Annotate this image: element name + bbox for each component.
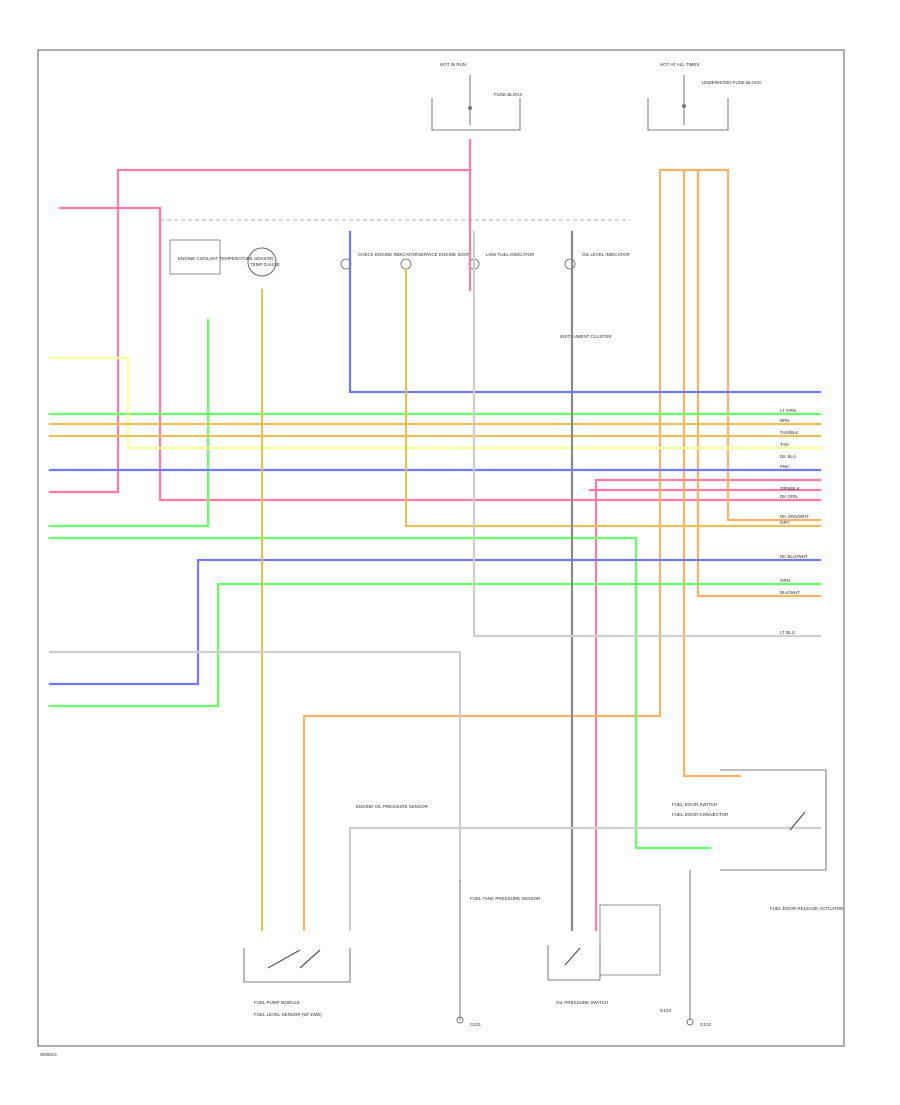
fuel-door-release-label: FUEL DOOR RELEASE ACTUATOR bbox=[770, 906, 844, 911]
indicator-3-label: LOW FUEL INDICATOR bbox=[486, 252, 535, 257]
wire-label-4: DK BLU bbox=[780, 454, 796, 459]
wire-pink-2 bbox=[58, 206, 822, 502]
engine-oil-label: ENGINE OIL PRESSURE SENSOR bbox=[356, 804, 429, 809]
wire-gray-2 bbox=[48, 650, 462, 882]
wire-label-5: PNK bbox=[780, 464, 789, 469]
indicator-4-label: OIL LEVEL INDICATOR bbox=[582, 252, 631, 257]
wire-yellow-1 bbox=[48, 356, 822, 450]
wire-gray-3 bbox=[348, 826, 822, 932]
wire-blue-3 bbox=[48, 558, 822, 686]
wire-layer bbox=[48, 138, 822, 932]
wire-label-0: LT GRN bbox=[780, 408, 796, 413]
coolant-sensor-box: ENGINE COOLANT TEMPERATURE SENSOR bbox=[169, 239, 274, 275]
wire-orange-3 bbox=[682, 168, 742, 778]
wire-pink-4 bbox=[468, 218, 822, 492]
wire-label-6: ORN/BLK bbox=[780, 486, 800, 491]
fuse-block-left-label: FUSE BLOCK bbox=[494, 92, 523, 97]
ground-g103: G103 G102 bbox=[660, 870, 712, 1027]
coolant-sensor-label: ENGINE COOLANT TEMPERATURE SENSOR bbox=[178, 256, 274, 261]
fuel-tank-pressure-label: FUEL TANK PRESSURE SENSOR bbox=[470, 896, 541, 901]
wire-label-3: TAN bbox=[780, 442, 789, 447]
fuel-door-switch: FUEL DOOR SWITCH FUEL DOOR CONNECTOR FUE… bbox=[672, 769, 844, 911]
figure-code: W00014 bbox=[40, 1052, 57, 1057]
wire-gold-4 bbox=[404, 268, 822, 528]
fuel-door-conn-label: FUEL DOOR CONNECTOR bbox=[672, 812, 729, 817]
fuel-door-switch-label: FUEL DOOR SWITCH bbox=[672, 802, 717, 807]
wire-label-11: ORN bbox=[780, 578, 790, 583]
wire-label-10: DK BLU/WHT bbox=[780, 554, 808, 559]
fuse-block-hot-in-run: HOT IN RUN FUSE BLOCK bbox=[431, 62, 523, 131]
wire-green-2 bbox=[48, 318, 210, 528]
wire-label-13: LT BLU bbox=[780, 630, 795, 635]
temp-gauge-label: TEMP GAUGE bbox=[250, 262, 280, 267]
wire-label-1: BRN bbox=[780, 418, 790, 423]
wire-label-2: TAN/BLK bbox=[780, 430, 798, 435]
wire-label-layer: LT GRN BRN TAN/BLK TAN DK BLU PNK ORN/BLK DK GR… bbox=[780, 408, 809, 635]
indicator-1-label: CHECK ENGINE INDICATOR bbox=[358, 252, 419, 257]
fuse-block-right-label: UNDERHOOD FUSE BLOCK bbox=[702, 80, 761, 85]
wire-orange-2 bbox=[670, 168, 822, 522]
wire-label-8: DK GRN/WHT bbox=[780, 514, 809, 519]
wire-blue-1 bbox=[348, 230, 822, 394]
indicator-1: CHECK ENGINE INDICATOR bbox=[340, 252, 419, 270]
wire-green-3 bbox=[48, 582, 822, 708]
wire-pink-top bbox=[48, 138, 472, 494]
fuel-pump-module: FUEL PUMP MODULE FUEL LEVEL SENSOR (W/ 4… bbox=[243, 948, 351, 1017]
wire-label-9: GRY bbox=[780, 520, 790, 525]
wire-green-4 bbox=[48, 536, 712, 850]
ground-2-label: G102 bbox=[660, 1008, 672, 1013]
wire-gray-4 bbox=[472, 230, 822, 638]
temp-gauge: TEMP GAUGE bbox=[247, 247, 280, 277]
ground-3-label: G103 bbox=[700, 1022, 712, 1027]
fuse-block-left-title: HOT IN RUN bbox=[440, 62, 466, 67]
indicator-4: OIL LEVEL INDICATOR bbox=[564, 252, 631, 270]
fuel-level-sensor: FUEL TANK PRESSURE SENSOR G101 bbox=[456, 880, 541, 1027]
wire-orange-4 bbox=[696, 168, 822, 598]
wire-orange-1 bbox=[302, 168, 674, 932]
indicator-2-label: SERVICE ENGINE SOON bbox=[418, 252, 471, 257]
fuel-level-label: FUEL LEVEL SENSOR (W/ 4WD) bbox=[254, 1012, 322, 1017]
diagram-border bbox=[37, 49, 845, 1047]
fuel-pump-module-label: FUEL PUMP MODULE bbox=[254, 1000, 300, 1005]
instrument-cluster-label: INSTRUMENT CLUSTER bbox=[560, 334, 612, 339]
oil-pressure-switch-label: OIL PRESSURE SWITCH bbox=[556, 1000, 608, 1005]
fuse-block-hot-at-all-times: HOT AT ALL TIMES UNDERHOOD FUSE BLOCK bbox=[647, 62, 761, 131]
fuse-block-right-title: HOT AT ALL TIMES bbox=[660, 62, 700, 67]
wire-pink-3 bbox=[594, 478, 822, 932]
ground-1-label: G101 bbox=[470, 1022, 482, 1027]
wire-label-7: DK GRN bbox=[780, 494, 798, 499]
wire-label-12: BLK/WHT bbox=[780, 590, 800, 595]
indicator-3: LOW FUEL INDICATOR bbox=[468, 252, 535, 270]
oil-pressure-switch: OIL PRESSURE SWITCH bbox=[547, 904, 661, 1005]
